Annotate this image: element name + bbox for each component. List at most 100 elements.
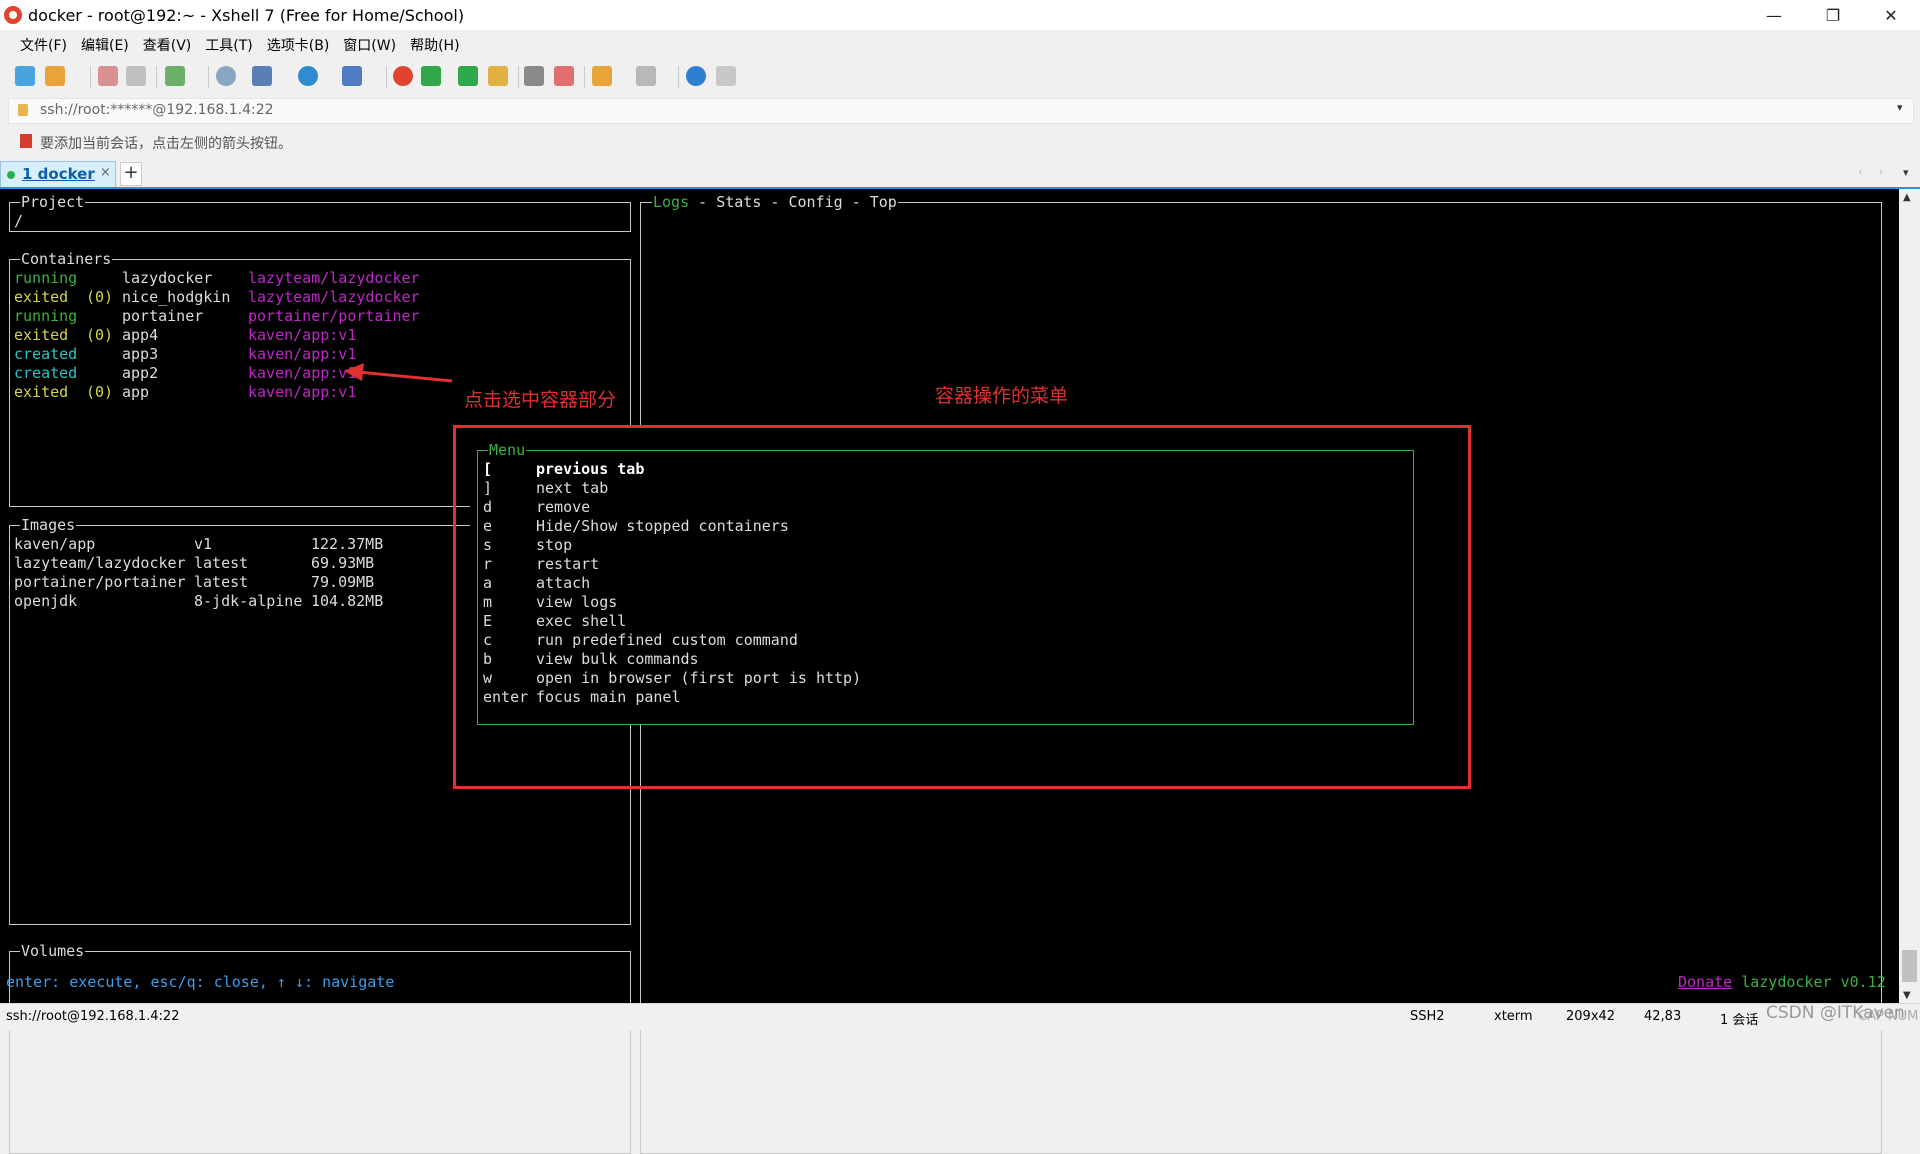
tab-stats[interactable]: Stats (716, 193, 762, 211)
image-repo: lazyteam/lazydocker (14, 554, 186, 572)
tab-docker[interactable] (0, 161, 116, 187)
window-title: docker - root@192:~ - Xshell 7 (Free for… (28, 6, 465, 25)
container-status: created (14, 364, 78, 382)
tab-label[interactable]: 1 docker (22, 165, 95, 183)
images-panel[interactable] (9, 525, 631, 925)
status-protocol: SSH2 (1410, 1009, 1445, 1024)
image-repo: kaven/app (14, 535, 96, 553)
container-status: running (14, 269, 78, 287)
project-title: Project (20, 193, 86, 211)
disconnect-icon[interactable] (126, 66, 146, 86)
maximize-button[interactable]: ❐ (1825, 5, 1841, 25)
chat-icon[interactable] (716, 66, 736, 86)
menu-window[interactable]: 窗口(W) (343, 38, 397, 54)
address-value[interactable]: ssh://root:******@192.168.1.4:22 (40, 102, 274, 118)
project-panel[interactable] (9, 202, 631, 232)
new-tab-icon[interactable] (592, 66, 612, 86)
layout-icon[interactable] (252, 66, 272, 86)
tile-icon[interactable] (636, 66, 656, 86)
scrollbar-thumb[interactable] (1902, 950, 1917, 982)
tab-separator: - (689, 193, 717, 211)
reconnect-icon[interactable] (98, 66, 118, 86)
menu-tools[interactable]: 工具(T) (205, 38, 253, 54)
donate-link[interactable]: Donate (1678, 973, 1733, 991)
close-button[interactable]: ✕ (1884, 5, 1898, 25)
container-image: kaven/app:v1 (248, 364, 357, 382)
menu-file[interactable]: 文件(F) (20, 38, 67, 54)
fullscreen-icon[interactable] (458, 66, 478, 86)
xshell-app-icon (4, 6, 22, 24)
address-bar[interactable] (8, 98, 1914, 124)
toolbar-separator (156, 66, 157, 88)
image-size: 79.09MB (311, 573, 375, 591)
tab-nav-arrows[interactable]: ‹ › (1858, 165, 1890, 179)
toolbar-separator (386, 66, 387, 88)
chevron-down-icon[interactable]: ▾ (1903, 166, 1909, 179)
menu-item-label: run predefined custom command (536, 631, 798, 649)
terminal-scrollbar[interactable] (1899, 189, 1920, 1003)
menu-help[interactable]: 帮助(H) (410, 38, 460, 54)
footer-help: enter: execute, esc/q: close, ↑ ↓: navig… (6, 973, 395, 991)
chevron-down-icon[interactable]: ▾ (1897, 101, 1903, 114)
menu-item-label: previous tab (536, 460, 645, 478)
menu-item-label: focus main panel (536, 688, 681, 706)
status-term: xterm (1494, 1009, 1533, 1024)
globe-icon[interactable] (298, 66, 318, 86)
menu-view[interactable]: 查看(V) (142, 38, 192, 54)
toolbar-separator (678, 66, 679, 88)
scroll-up-icon[interactable]: ▲ (1903, 192, 1911, 203)
menu-item-key: w (483, 669, 493, 687)
menu-item-label: exec shell (536, 612, 627, 630)
watermark: CSDN @ITKaven (1766, 1003, 1905, 1023)
containers-panel[interactable] (9, 259, 631, 507)
highlight-icon[interactable] (554, 66, 574, 86)
toolbar-separator (208, 66, 209, 88)
image-size: 69.93MB (311, 554, 375, 572)
xshell-icon[interactable] (393, 66, 413, 86)
annotation-highlight-box (453, 425, 1471, 789)
status-sessions: 1 会话 (1720, 1013, 1759, 1028)
menu-popup[interactable] (477, 450, 1414, 725)
tab-config[interactable]: Config (788, 193, 843, 211)
search-icon[interactable] (216, 66, 236, 86)
toolbar (0, 60, 1920, 94)
tab-close-icon[interactable]: × (100, 165, 111, 180)
bookmark-icon[interactable] (20, 134, 32, 148)
tab-separator: - (761, 193, 789, 211)
container-name: portainer (122, 307, 204, 325)
lock-icon[interactable] (488, 66, 508, 86)
status-caps: CAP NUM (1858, 1009, 1919, 1024)
toolbar-separator (90, 66, 91, 88)
open-folder-icon[interactable] (45, 66, 65, 86)
menu-item-key: r (483, 555, 493, 573)
help-icon[interactable] (686, 66, 706, 86)
container-exit-code: (0) (86, 326, 114, 344)
container-image: kaven/app:v1 (248, 326, 357, 344)
menu-item-key: a (483, 574, 493, 592)
tab-logs[interactable]: Logs (653, 193, 690, 211)
tab-top[interactable]: Top (869, 193, 897, 211)
image-tag: latest (194, 554, 249, 572)
menu-item-label: attach (536, 574, 591, 592)
properties-icon[interactable] (165, 66, 185, 86)
menu-edit[interactable]: 编辑(E) (80, 38, 129, 54)
status-bar (0, 1003, 1920, 1030)
menu-item-key: d (483, 498, 493, 516)
image-size: 104.82MB (311, 592, 384, 610)
container-name: app (122, 383, 150, 401)
add-tab-button[interactable]: + (120, 162, 142, 186)
keyboard-icon[interactable] (524, 66, 544, 86)
container-image: lazyteam/lazydocker (248, 288, 420, 306)
xftp-icon[interactable] (421, 66, 441, 86)
menu-bar: 文件(F) 编辑(E) 查看(V) 工具(T) 选项卡(B) 窗口(W) 帮助(… (0, 30, 1920, 58)
scroll-down-icon[interactable]: ▼ (1903, 990, 1911, 1001)
minimize-button[interactable]: — (1766, 5, 1782, 25)
menu-item-key: b (483, 650, 493, 668)
image-repo: openjdk (14, 592, 78, 610)
font-icon[interactable] (342, 66, 362, 86)
new-session-icon[interactable] (15, 66, 35, 86)
menu-tabs[interactable]: 选项卡(B) (266, 38, 330, 54)
image-repo: portainer/portainer (14, 573, 186, 591)
container-name: nice_hodgkin (122, 288, 231, 306)
